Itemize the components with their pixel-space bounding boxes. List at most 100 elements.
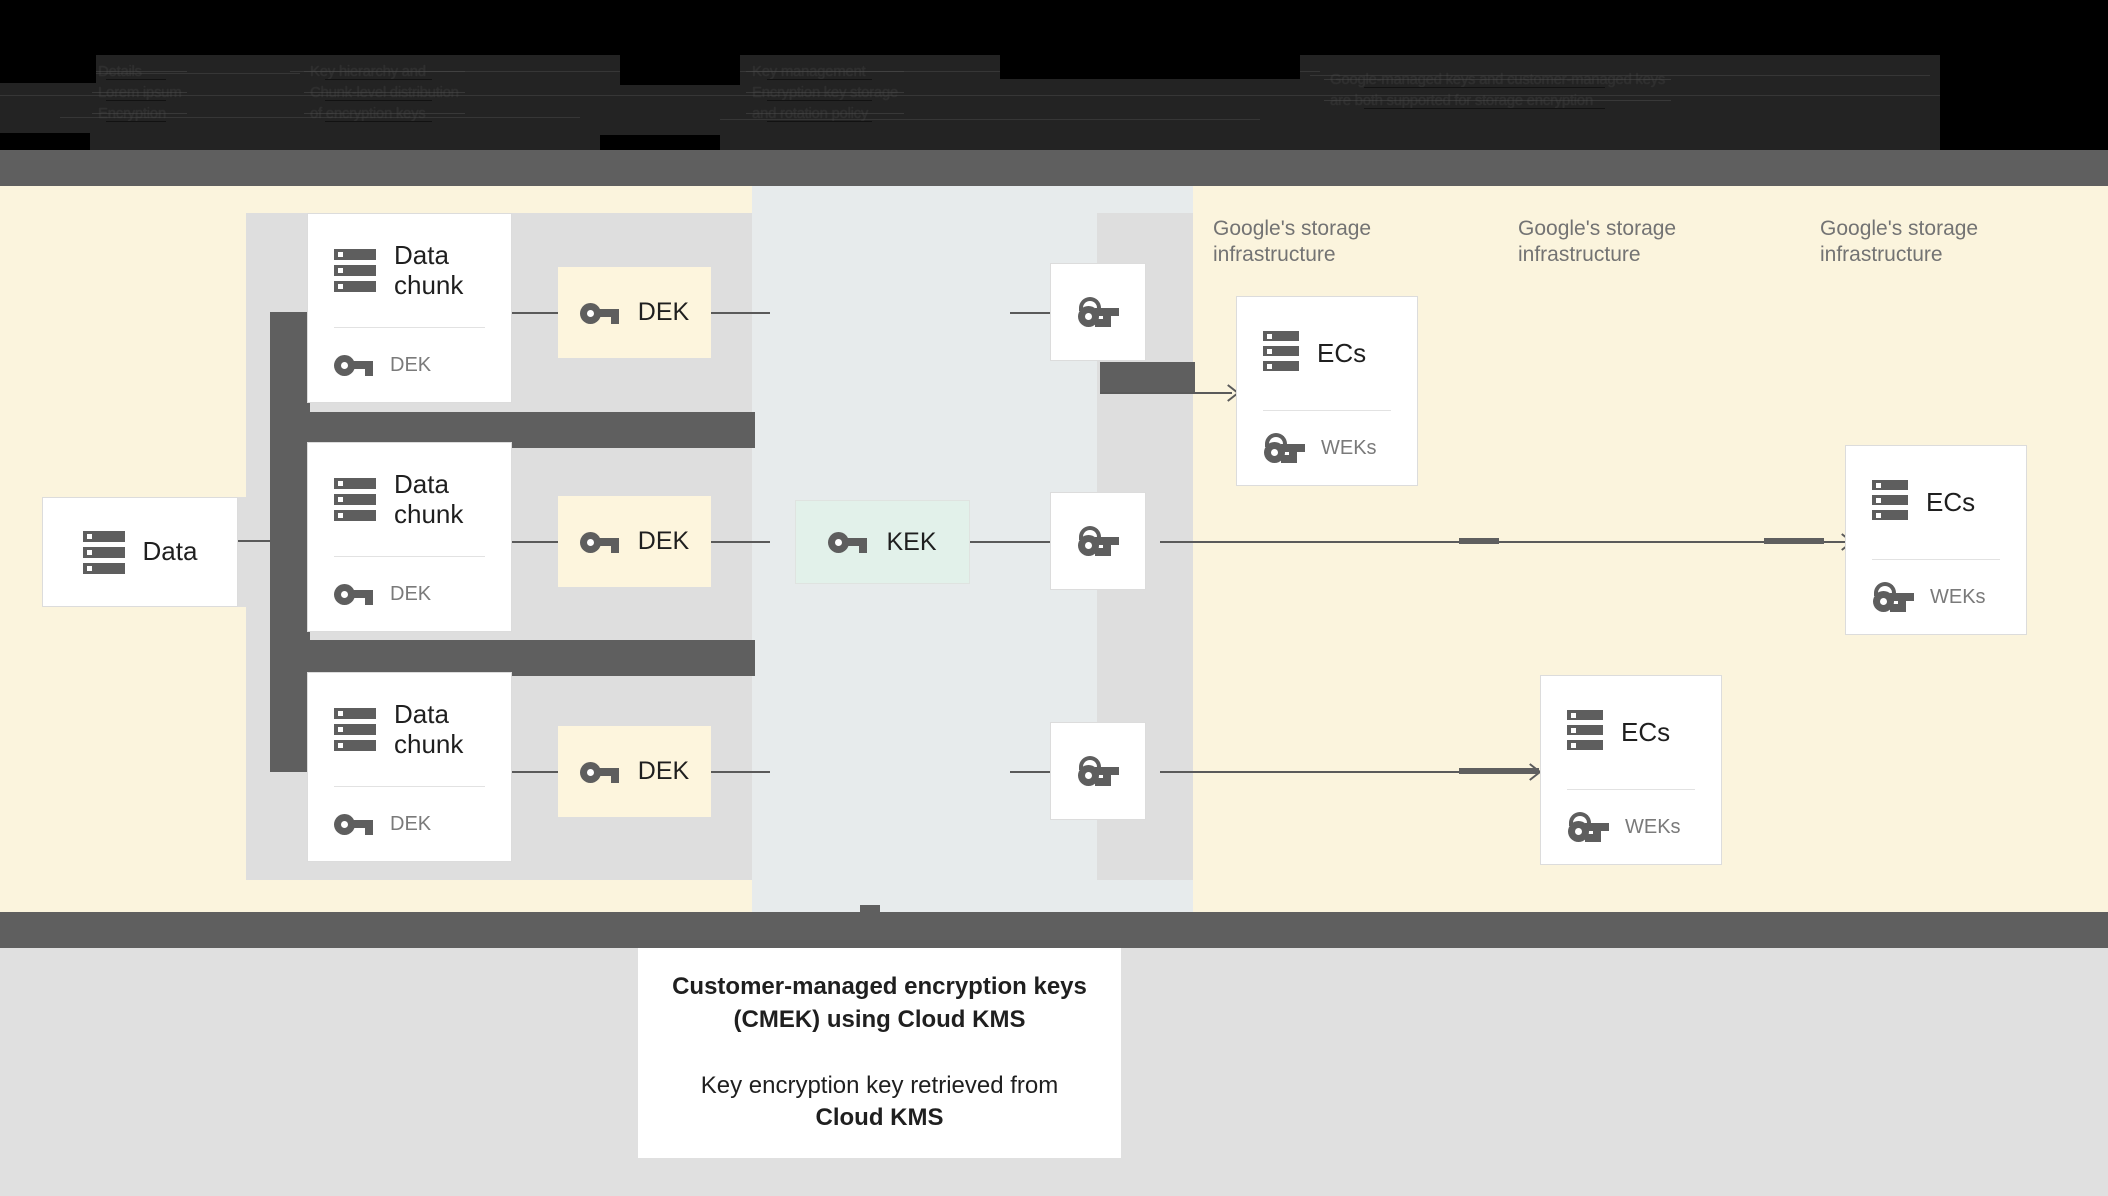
obscure-mask [1940, 55, 2108, 150]
redaction-tick-1 [1459, 538, 1499, 544]
connector-wek3-to-ecs3 [1160, 771, 1538, 773]
card-ecs-3[interactable]: ECs WEKs [1540, 675, 1722, 865]
key-icon [334, 354, 374, 376]
chunk-key-label: DEK [390, 582, 432, 605]
redaction-spine [270, 312, 310, 772]
ecs-header: ECs [1541, 676, 1721, 789]
divider [1567, 789, 1695, 790]
redaction-bar-3 [1100, 362, 1195, 392]
wrapped-key-icon [1567, 812, 1609, 842]
obscure-mask [620, 55, 740, 85]
obscure-strike [720, 119, 1260, 120]
wrapped-key-icon [1263, 433, 1305, 463]
ecs-key-label: WEKs [1930, 585, 1986, 608]
header-line: Encryption key storage [746, 84, 904, 101]
server-stack-icon [334, 708, 376, 751]
key-icon [579, 761, 620, 783]
wrapped-key-icon [1077, 297, 1119, 327]
divider [1263, 410, 1391, 411]
ecs-header: ECs [1846, 446, 2026, 559]
wrapped-key-icon [1872, 582, 1914, 612]
connector-to-wek3 [1010, 771, 1052, 773]
divider [334, 786, 485, 787]
box-kek[interactable]: KEK [795, 500, 970, 584]
header-column-1: Details Lorem ipsum Encryption [91, 61, 188, 124]
box-wrapped-key-3[interactable] [1050, 722, 1146, 820]
storage-infrastructure-label-1: Google's storage infrastructure [1213, 217, 1372, 266]
connector-to-wek1 [1010, 312, 1052, 314]
key-icon [828, 531, 868, 553]
card-data-chunk-2[interactable]: Data chunk DEK [307, 442, 512, 632]
chunk-key-label: DEK [390, 812, 432, 835]
card-ecs-2[interactable]: ECs WEKs [1845, 445, 2027, 635]
caption-body-prefix: Key encryption key retrieved from [700, 1072, 1059, 1099]
storage-infrastructure-label-2: Google's storage infrastructure [1518, 217, 1677, 266]
chunk-key-label: DEK [390, 353, 432, 376]
redaction-tick-2 [1764, 538, 1824, 544]
chunk-key-row: DEK [308, 557, 511, 631]
ecs-key-row: WEKs [1846, 560, 2026, 634]
chunk-key-row: DEK [308, 787, 511, 861]
box-dek-3[interactable]: DEK [558, 726, 711, 817]
caption-title: Customer-managed encryption keys (CMEK) … [672, 973, 1087, 1033]
server-stack-icon [1567, 710, 1603, 755]
connector-chunk2-dek2 [512, 541, 560, 543]
ecs-key-row: WEKs [1237, 411, 1417, 485]
chunk-key-row: DEK [308, 328, 511, 402]
dek-label: DEK [637, 527, 690, 555]
card-data-chunk-3[interactable]: Data chunk DEK [307, 672, 512, 862]
wrapped-key-icon [1077, 756, 1119, 786]
header-line: Chunk-level distribution [304, 84, 465, 101]
footer-divider-bar [0, 912, 2108, 948]
box-dek-1[interactable]: DEK [558, 267, 711, 358]
box-wrapped-key-2[interactable] [1050, 492, 1146, 590]
server-stack-icon [1872, 480, 1908, 525]
wrapped-key-icon [1077, 526, 1119, 556]
ecs-key-label: WEKs [1625, 815, 1681, 838]
obscure-mask [600, 135, 720, 150]
server-stack-icon [1263, 331, 1299, 376]
ecs-title: ECs [1621, 716, 1671, 747]
redaction-tick-3 [1459, 768, 1539, 774]
connector-data-to-spine [228, 540, 308, 542]
ecs-title: ECs [1317, 337, 1367, 368]
card-ecs-1[interactable]: ECs WEKs [1236, 296, 1418, 486]
chunk-title: Data chunk [394, 468, 464, 529]
header-line: Details [91, 61, 188, 82]
connector-chunk1-dek1 [512, 312, 560, 314]
ecs-header: ECs [1237, 297, 1417, 410]
ecs-title: ECs [1926, 486, 1976, 517]
box-dek-2[interactable]: DEK [558, 496, 711, 587]
obscure-strike [60, 117, 580, 118]
key-icon [334, 583, 374, 605]
ecs-key-row: WEKs [1541, 790, 1721, 864]
connector-dek2-out [710, 541, 770, 543]
header-divider-bar [0, 150, 2108, 186]
redaction-bar-2 [270, 640, 755, 676]
box-wrapped-key-1[interactable] [1050, 263, 1146, 361]
divider [334, 556, 485, 557]
header-line: Encryption [91, 103, 188, 124]
header-column-3: Key management Encryption key storage an… [746, 61, 904, 124]
ecs-key-label: WEKs [1321, 436, 1377, 459]
header-line: and rotation policy [746, 103, 904, 124]
caption-body: Key encryption key retrieved from Cloud … [701, 1070, 1058, 1135]
card-data-chunk-1[interactable]: Data chunk DEK [307, 213, 512, 403]
obscure-strike [290, 71, 620, 72]
chunk-title: Data chunk [394, 239, 464, 300]
storage-infrastructure-label-3: Google's storage infrastructure [1820, 217, 1979, 266]
connector-kek-to-wek2 [968, 541, 1052, 543]
key-icon [579, 531, 620, 553]
connector-wek2-to-ecs2 [1160, 541, 1850, 543]
dek-label: DEK [637, 298, 690, 326]
header-black-strip [0, 0, 2108, 55]
obscure-mask [1000, 55, 1300, 79]
header-line: are both supported for storage encryptio… [1323, 90, 1672, 111]
card-data-source[interactable]: Data [42, 497, 238, 607]
chunk-header: Data chunk [308, 673, 511, 786]
caption-body-strong: Cloud KMS [815, 1104, 944, 1132]
obscure-strike [0, 73, 300, 74]
divider [334, 327, 485, 328]
server-stack-icon [82, 530, 125, 574]
